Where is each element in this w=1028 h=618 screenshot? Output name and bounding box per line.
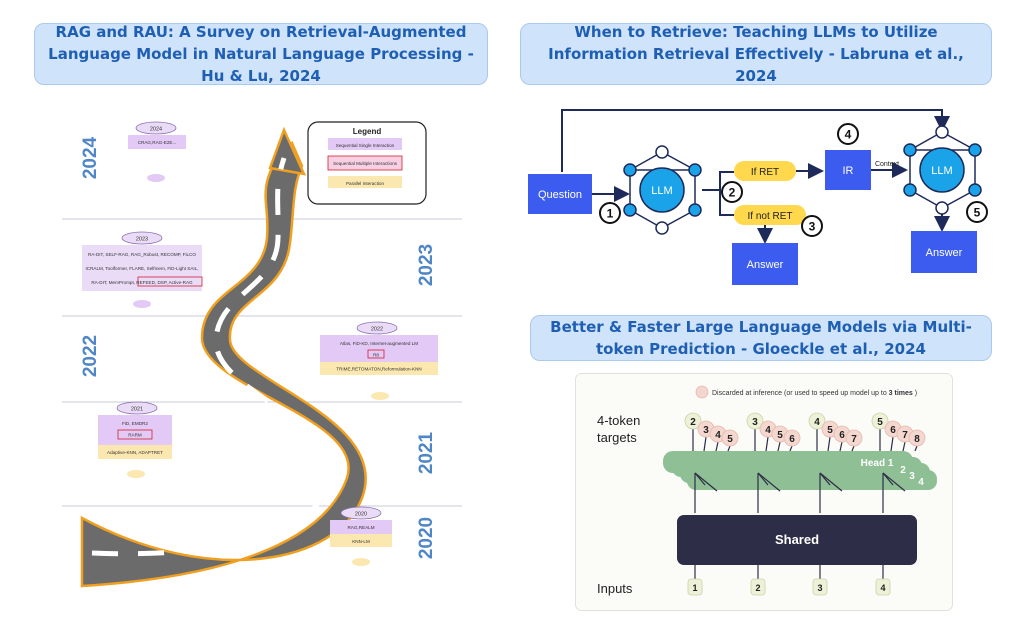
svg-text:IR: IR — [843, 165, 854, 177]
svg-text:5: 5 — [877, 417, 883, 428]
target-group-1: 2 3 4 5 — [684, 412, 739, 447]
targets-label: 4-token — [597, 413, 640, 428]
svg-text:4: 4 — [765, 425, 771, 436]
svg-text:2023: 2023 — [136, 237, 148, 243]
svg-text:RARM: RARM — [128, 433, 142, 438]
svg-text:6: 6 — [890, 425, 896, 436]
legend-item-parallel: Parallel Interaction — [346, 181, 384, 186]
svg-text:LLM: LLM — [931, 165, 952, 177]
shared-block — [677, 515, 917, 565]
svg-text:If RET: If RET — [751, 167, 779, 178]
svg-text:4: 4 — [814, 417, 820, 428]
answer-box-1 — [732, 243, 798, 285]
svg-text:Discarded at inference (or use: Discarded at inference (or used to speed… — [712, 390, 917, 397]
svg-text:targets: targets — [597, 430, 637, 445]
svg-text:2: 2 — [729, 186, 736, 200]
svg-text:2020: 2020 — [355, 512, 367, 518]
svg-text:KNN-LM: KNN-LM — [352, 539, 370, 544]
svg-text:FiD, EMDR2: FiD, EMDR2 — [122, 421, 148, 426]
answer-box-2 — [911, 231, 977, 273]
svg-text:R8: R8 — [373, 353, 379, 358]
ir-box — [825, 150, 871, 190]
svg-text:8: 8 — [914, 434, 920, 445]
svg-text:3: 3 — [703, 425, 709, 436]
inputs-label: Inputs — [597, 581, 633, 596]
roadmap-diagram: 2024 2023 2022 2021 2020 Legend Sequenti… — [62, 121, 462, 588]
question-box — [528, 174, 592, 214]
svg-text:2: 2 — [755, 583, 760, 593]
legend-item-multiple: Sequential Multiple Interactions — [333, 161, 398, 166]
svg-text:5: 5 — [727, 434, 733, 445]
svg-text:3: 3 — [909, 471, 915, 482]
legend-title: Legend — [353, 127, 382, 136]
svg-text:5: 5 — [827, 425, 833, 436]
svg-text:Atlas, FiD-KD, Internet-augmen: Atlas, FiD-KD, Internet-augmented LM — [340, 341, 418, 346]
multi-token-diagram: Discarded at inference (or used to speed… — [575, 373, 953, 611]
svg-text:2: 2 — [900, 465, 906, 476]
svg-text:1: 1 — [607, 207, 614, 221]
llm-node-1: LLM — [623, 145, 702, 235]
head-label: Head 1 — [861, 458, 894, 469]
svg-text:TRIME,RETOMATON,Reformulation-: TRIME,RETOMATON,Reformulation-KNN — [336, 367, 422, 372]
svg-text:2021: 2021 — [131, 407, 143, 413]
group-2022: 2022 Atlas, FiD-KD, Internet-augmented L… — [320, 321, 438, 400]
legend: Legend Sequential Single Interaction Seq… — [307, 121, 427, 205]
if-not-ret-pill — [734, 205, 806, 225]
svg-text:3: 3 — [809, 220, 816, 234]
svg-text:Shared: Shared — [775, 532, 819, 547]
llm-node-2: LLM — [903, 125, 982, 215]
left-title: RAG and RAU: A Survey on Retrieval-Augme… — [34, 23, 488, 85]
svg-text:1: 1 — [692, 583, 697, 593]
year-label-2021: 2021 — [416, 431, 437, 474]
svg-text:LLM: LLM — [651, 185, 672, 197]
svg-text:5: 5 — [777, 430, 783, 441]
svg-text:2024: 2024 — [150, 127, 162, 133]
svg-text:5: 5 — [974, 206, 981, 220]
svg-text:4: 4 — [845, 128, 852, 142]
svg-text:3: 3 — [752, 417, 758, 428]
svg-text:Adaptive-KNN, ADAPTRET: Adaptive-KNN, ADAPTRET — [107, 450, 163, 455]
input-tokens: 1 2 3 4 — [687, 578, 891, 596]
svg-text:If not RET: If not RET — [747, 211, 792, 222]
svg-text:6: 6 — [789, 434, 795, 445]
question-label: Question — [538, 189, 582, 201]
svg-text:Answer: Answer — [747, 259, 784, 271]
retrieval-flow-diagram: Question LLM 1 If RET If not RET 2 3 Ans… — [528, 109, 988, 285]
group-2021: 2021 FiD, EMDR2 RARM Adaptive-KNN, ADAPT… — [98, 401, 172, 478]
svg-text:CRAG,RAG-E2E...: CRAG,RAG-E2E... — [138, 140, 177, 145]
svg-text:7: 7 — [851, 434, 857, 445]
svg-text:4: 4 — [918, 477, 924, 488]
svg-text:3: 3 — [817, 583, 822, 593]
svg-text:ICRALM, Toolformer, FLARE, Sel: ICRALM, Toolformer, FLARE, Selfmem, FiD-… — [85, 266, 198, 271]
year-label-2024: 2024 — [80, 136, 101, 179]
group-2024: 2024 CRAG,RAG-E2E... — [128, 121, 186, 182]
svg-text:2: 2 — [690, 417, 696, 428]
svg-text:6: 6 — [839, 430, 845, 441]
svg-text:RA-DIT, SELF-RAG, RAG_Robust,: RA-DIT, SELF-RAG, RAG_Robust, RECOMP, Fi… — [88, 252, 196, 257]
if-ret-pill — [734, 161, 796, 181]
road-arrow-head — [268, 126, 307, 176]
right-top-title: When to Retrieve: Teaching LLMs to Utili… — [520, 23, 992, 85]
svg-text:RA-DIT, MemPrompt, REFEED, DSP: RA-DIT, MemPrompt, REFEED, DSP, Active-R… — [91, 280, 193, 285]
svg-text:Context: Context — [875, 161, 899, 168]
target-group-3: 4 5 6 7 — [808, 412, 863, 447]
svg-text:7: 7 — [902, 430, 908, 441]
year-label-2023: 2023 — [416, 244, 437, 286]
year-label-2020: 2020 — [416, 517, 437, 559]
year-label-2022: 2022 — [80, 335, 101, 377]
svg-text:4: 4 — [880, 583, 885, 593]
group-2020: 2020 RAG,REALM KNN-LM — [330, 506, 392, 566]
right-bottom-title: Better & Faster Large Language Models vi… — [530, 315, 992, 361]
svg-text:Answer: Answer — [926, 247, 963, 259]
svg-text:RAG,REALM: RAG,REALM — [347, 525, 374, 530]
svg-text:2022: 2022 — [371, 327, 383, 333]
legend-item-single: Sequential Single Interaction — [336, 143, 395, 148]
target-group-4: 5 6 7 8 — [871, 412, 926, 447]
target-group-2: 3 4 5 6 — [746, 412, 801, 447]
svg-text:4: 4 — [715, 430, 721, 441]
group-2023: 2023 RA-DIT, SELF-RAG, RAG_Robust, RECOM… — [82, 231, 203, 308]
